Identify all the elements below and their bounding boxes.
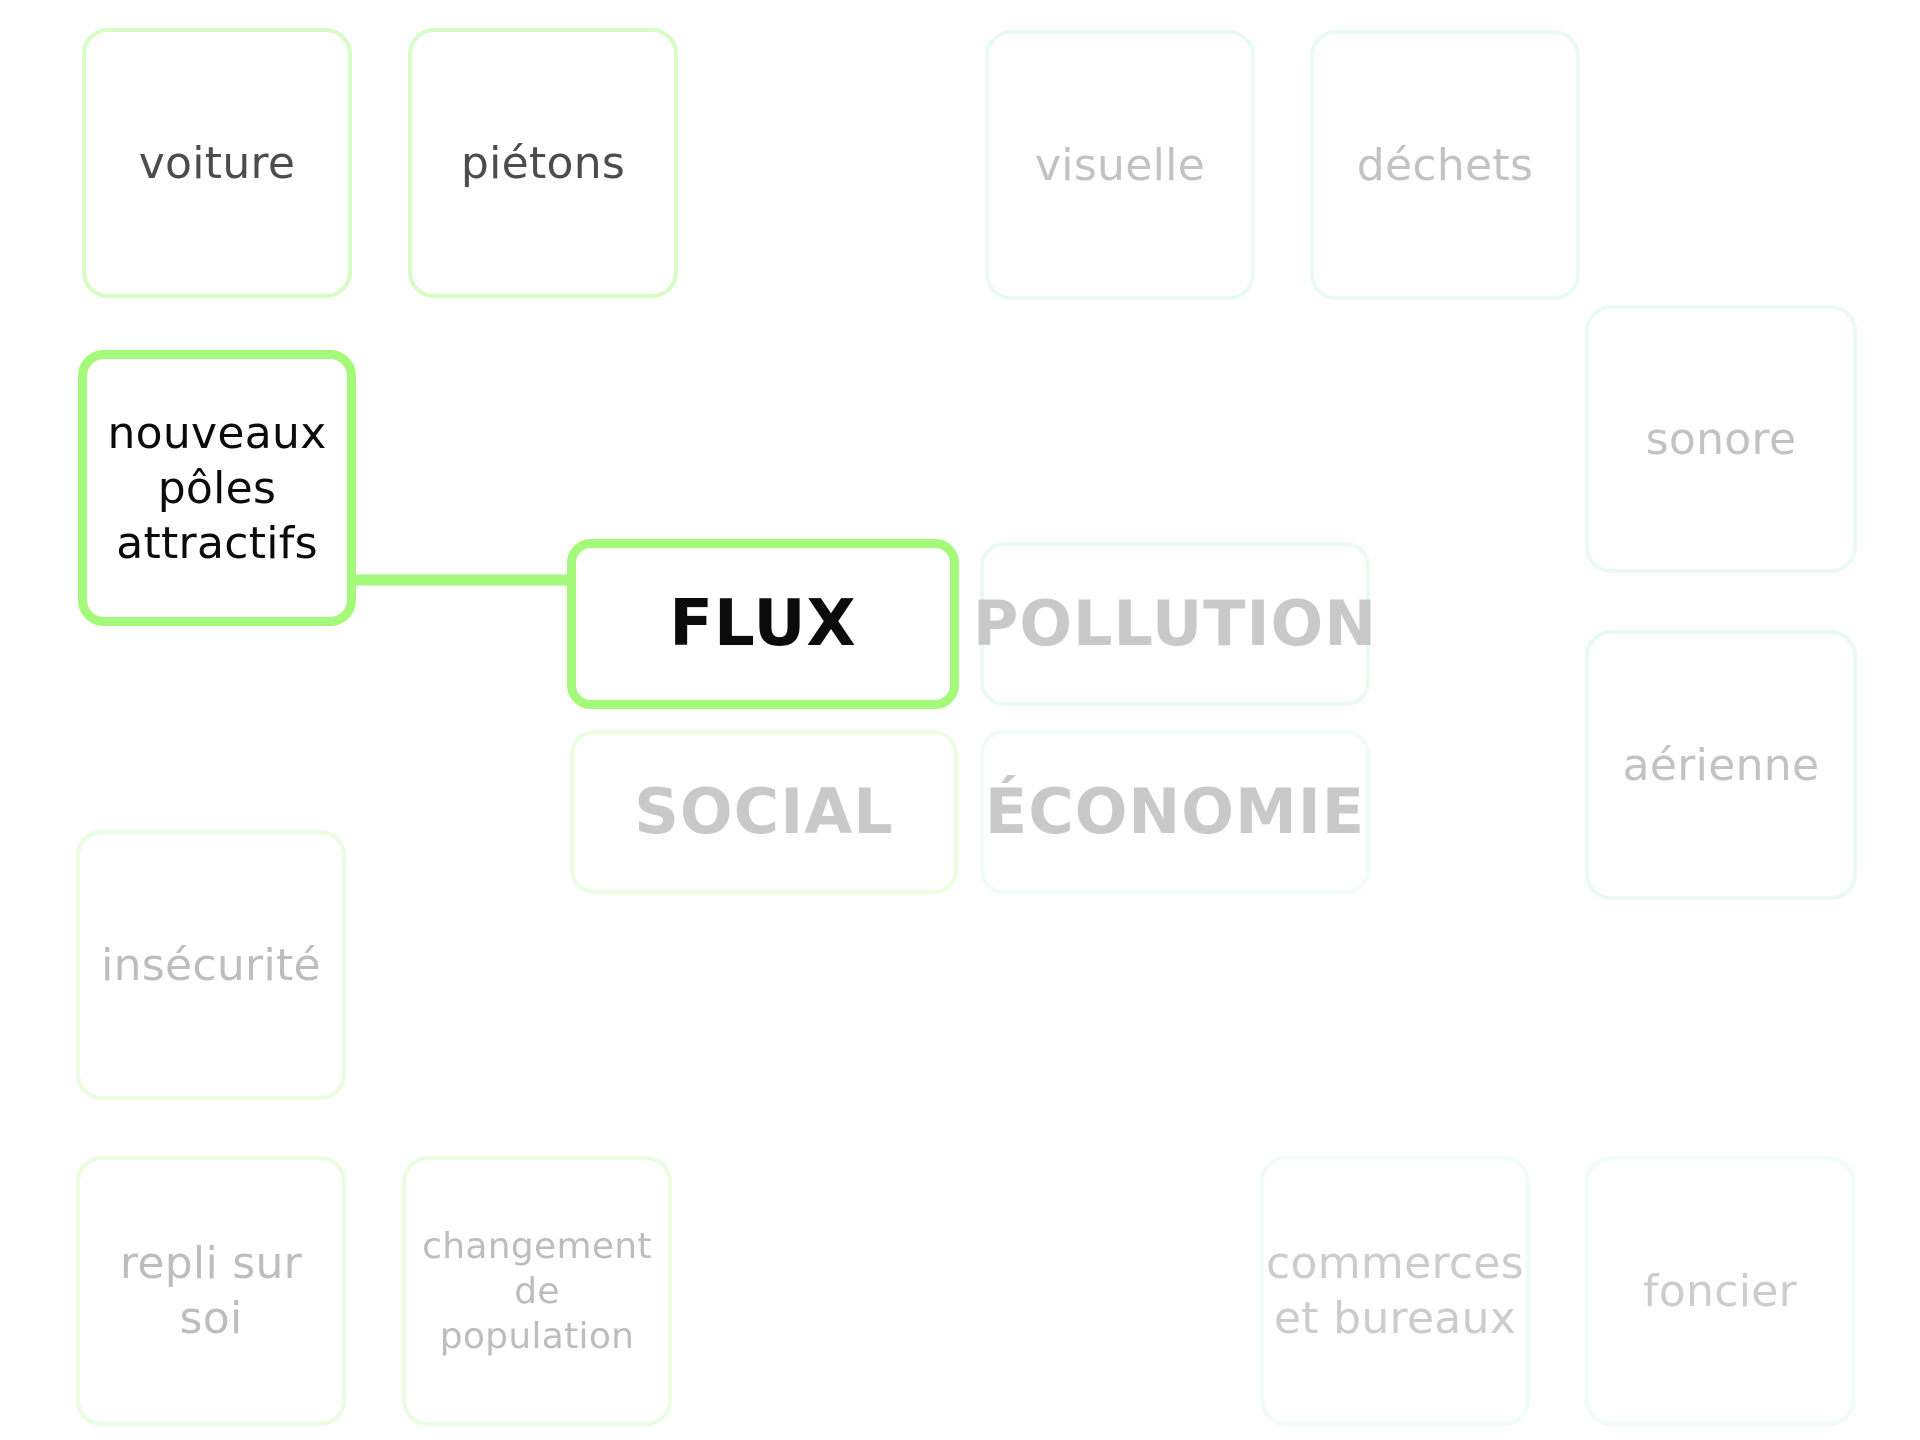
node-voiture[interactable]: voiture	[82, 28, 352, 298]
category-economie[interactable]: ÉCONOMIE	[980, 730, 1370, 894]
node-visuelle[interactable]: visuelle	[985, 30, 1255, 300]
category-flux-label: FLUX	[669, 587, 857, 661]
node-repli-sur-soi[interactable]: repli sur soi	[76, 1156, 346, 1426]
node-commerces-label: commerces et bureaux	[1266, 1238, 1524, 1344]
category-pollution[interactable]: POLLUTION	[973, 542, 1376, 706]
node-nouveaux-poles-label: nouveaux pôles attractifs	[107, 407, 327, 569]
node-pietons[interactable]: piétons	[408, 28, 678, 298]
node-changement-label: changement de population	[422, 1225, 652, 1357]
node-commerces-et-bureaux[interactable]: commerces et bureaux	[1260, 1156, 1530, 1426]
node-sonore-label: sonore	[1645, 413, 1797, 465]
node-changement-de-population[interactable]: changement de population	[402, 1156, 672, 1426]
node-foncier[interactable]: foncier	[1585, 1156, 1855, 1426]
node-insecurite[interactable]: insécurité	[76, 830, 346, 1100]
node-dechets[interactable]: déchets	[1310, 30, 1580, 300]
node-voiture-label: voiture	[138, 137, 296, 189]
category-flux[interactable]: FLUX	[567, 539, 959, 709]
node-repli-label: repli sur soi	[119, 1238, 303, 1344]
node-insecurite-label: insécurité	[101, 939, 321, 991]
category-social[interactable]: SOCIAL	[570, 730, 958, 894]
node-visuelle-label: visuelle	[1034, 139, 1206, 191]
category-social-label: SOCIAL	[634, 775, 894, 849]
node-foncier-label: foncier	[1643, 1265, 1797, 1317]
node-sonore[interactable]: sonore	[1585, 305, 1857, 573]
node-dechets-label: déchets	[1356, 139, 1534, 191]
category-economie-label: ÉCONOMIE	[984, 775, 1366, 849]
node-aerienne-label: aérienne	[1622, 739, 1820, 791]
node-pietons-label: piétons	[460, 137, 626, 189]
node-nouveaux-poles-attractifs[interactable]: nouveaux pôles attractifs	[78, 350, 356, 626]
category-pollution-label: POLLUTION	[972, 587, 1378, 661]
node-aerienne[interactable]: aérienne	[1585, 630, 1857, 900]
